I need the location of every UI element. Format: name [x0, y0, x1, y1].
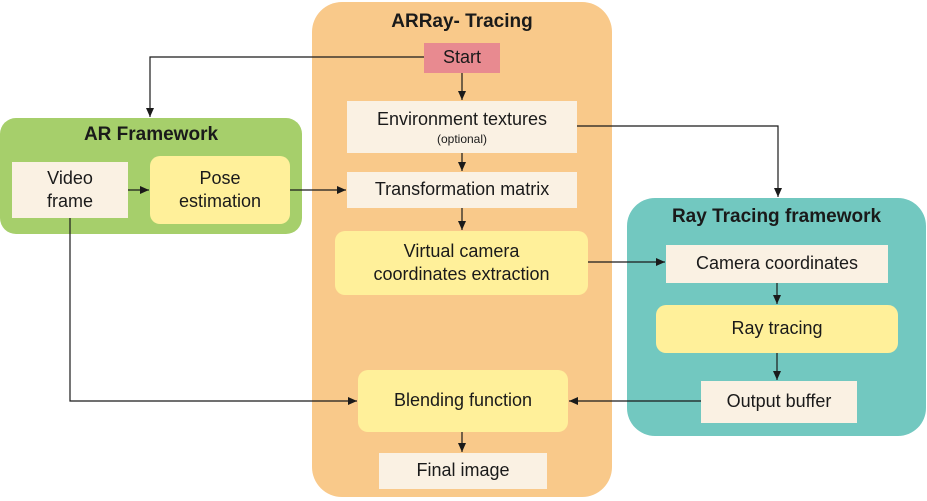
camera-coordinates-node: Camera coordinates [666, 245, 888, 283]
ray-tracing-label: Ray tracing [731, 318, 823, 339]
arrow-start-to-ar [146, 56, 424, 117]
environment-textures-label: Environment textures [376, 108, 548, 129]
camera-coordinates-label: Camera coordinates [695, 253, 859, 274]
transformation-matrix-label: Transformation matrix [374, 179, 550, 200]
ar-framework-title: AR Framework [83, 124, 219, 145]
environment-textures-node: Environment textures (optional) [347, 101, 577, 153]
final-image-label: Final image [416, 460, 510, 481]
pose-estimation-label: Pose estimation [178, 167, 262, 211]
blending-function-node: Blending function [358, 370, 568, 432]
ray-tracing-node: Ray tracing [656, 305, 898, 353]
output-buffer-label: Output buffer [726, 391, 832, 412]
environment-textures-note: (optional) [436, 131, 488, 146]
start-node: Start [424, 43, 500, 73]
video-frame-label: Video frame [46, 167, 93, 211]
virtual-camera-node: Virtual camera coordinates extraction [335, 231, 588, 295]
blending-function-label: Blending function [393, 390, 533, 411]
arrow-env-to-rt [577, 125, 782, 197]
array-tracing-title: ARRay- Tracing [391, 11, 533, 32]
start-label: Start [442, 47, 481, 68]
virtual-camera-label: Virtual camera coordinates extraction [373, 240, 550, 284]
final-image-node: Final image [379, 453, 547, 489]
video-frame-node: Video frame [12, 162, 128, 218]
output-buffer-node: Output buffer [701, 381, 857, 423]
pose-estimation-node: Pose estimation [150, 156, 290, 224]
transformation-matrix-node: Transformation matrix [347, 172, 577, 208]
ray-tracing-framework-title: Ray Tracing framework [671, 206, 882, 227]
arrow-video-to-blending [69, 218, 357, 405]
